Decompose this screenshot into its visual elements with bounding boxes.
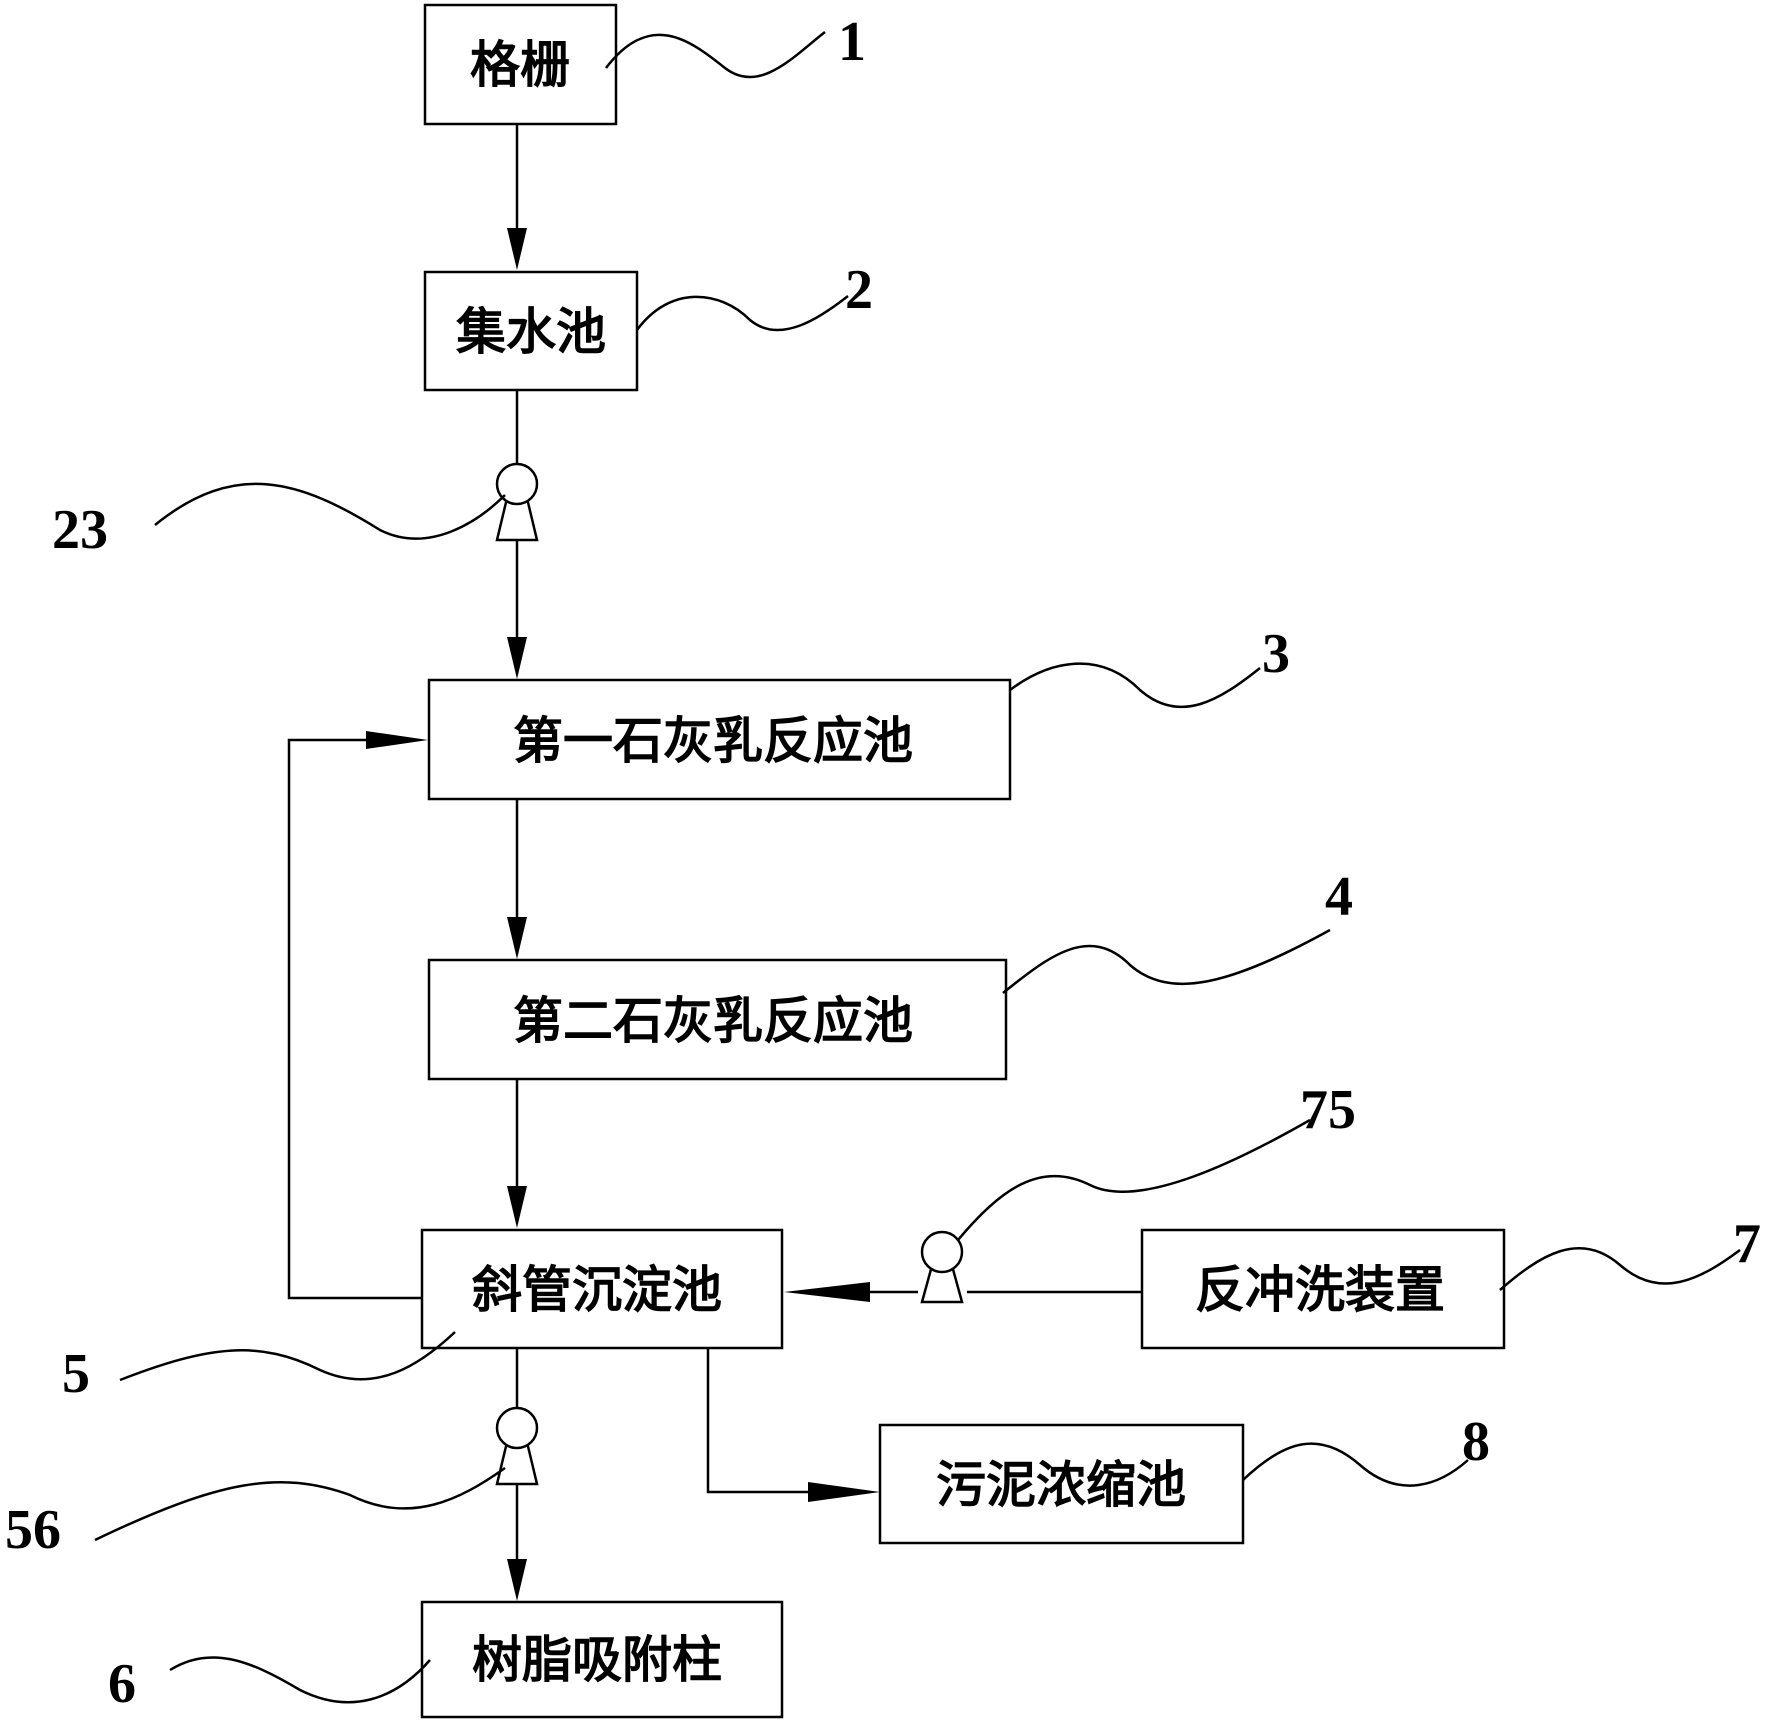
ref-1: 1: [838, 11, 866, 73]
leader-line-7: [1499, 1247, 1741, 1291]
ref-6: 6: [108, 1653, 136, 1715]
ref-56: 56: [5, 1499, 61, 1561]
ref-8: 8: [1462, 1411, 1490, 1473]
pump-56-icon: [495, 1406, 539, 1486]
sludge-thickener-label: 污泥浓缩池: [936, 1455, 1186, 1514]
ref-75: 75: [1300, 1079, 1356, 1141]
leader-line-1: [605, 31, 826, 79]
arrow-into-resin-column: [507, 1559, 527, 1601]
arrow-into-second-reactor: [507, 917, 527, 959]
inclined-tube-settler-box: [420, 1228, 784, 1350]
arrow-into-sludge-thickener: [808, 1482, 880, 1502]
leader-line-4: [1002, 928, 1331, 994]
ref-4: 4: [1325, 866, 1353, 928]
second-lime-reactor-label: 第二石灰乳反应池: [513, 991, 913, 1050]
leader-line-6: [169, 1656, 431, 1704]
ref-2: 2: [845, 259, 873, 321]
first-lime-reactor-label: 第一石灰乳反应池: [513, 711, 913, 770]
arrow-into-collection-tank: [507, 228, 527, 270]
arrow-into-settler: [507, 1186, 527, 1228]
leader-line-3: [1009, 662, 1261, 709]
leader-line-8: [1242, 1442, 1469, 1487]
recycle-line-5-3: [287, 738, 422, 1300]
leader-line-56: [94, 1466, 506, 1542]
arrow-recycle-into-first-reactor: [366, 731, 428, 749]
grid-screen-box: [423, 3, 618, 126]
grid-screen-label: 格栅: [470, 35, 570, 94]
second-lime-reactor-box: [427, 958, 1008, 1081]
pump-75-icon: [920, 1230, 964, 1304]
pump-23-icon: [495, 462, 539, 542]
leader-line-75: [957, 1118, 1311, 1241]
first-lime-reactor-box: [427, 678, 1012, 801]
sludge-thickener-box: [878, 1423, 1245, 1545]
collection-tank-box: [423, 270, 639, 392]
leader-line-5: [119, 1331, 456, 1382]
resin-adsorption-column-label: 树脂吸附柱: [472, 1630, 722, 1689]
ref-23: 23: [52, 499, 108, 561]
arrow-into-first-reactor: [507, 637, 527, 679]
leader-line-23: [154, 482, 506, 540]
ref-5: 5: [62, 1343, 90, 1405]
ref-3: 3: [1262, 623, 1290, 685]
inclined-tube-settler-label: 斜管沉淀池: [472, 1260, 722, 1319]
backwash-device-label: 反冲洗装置: [1195, 1260, 1445, 1319]
sludge-line-5-8: [706, 1348, 845, 1494]
ref-7: 7: [1733, 1213, 1761, 1275]
collection-tank-label: 集水池: [455, 302, 606, 361]
resin-adsorption-column-box: [420, 1600, 784, 1719]
arrow-into-settler-from-backwash: [784, 1282, 870, 1302]
leader-line-2: [635, 295, 849, 332]
backwash-device-box: [1140, 1228, 1506, 1350]
